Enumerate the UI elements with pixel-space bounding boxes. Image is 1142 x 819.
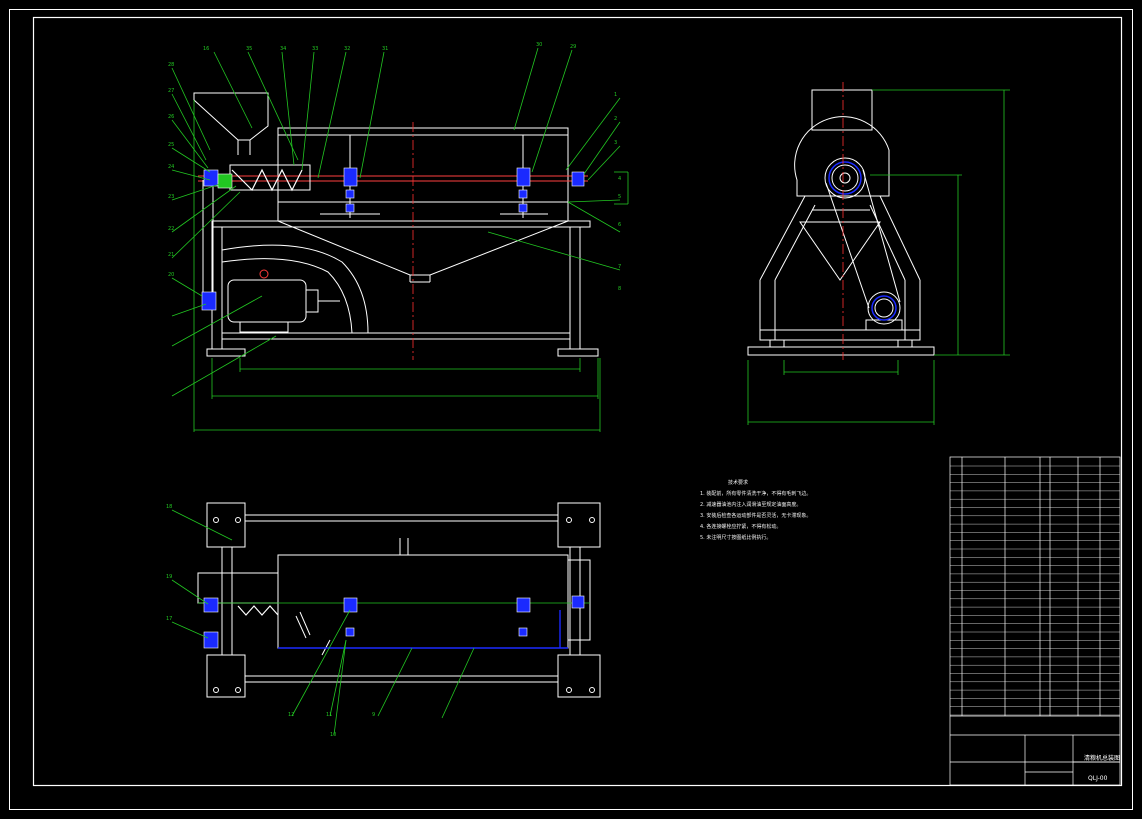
callout-28: 28 (168, 62, 174, 68)
front-view (193, 92, 599, 357)
callout-10: 10 (330, 732, 336, 738)
callout-33: 33 (312, 46, 318, 52)
callout-24: 24 (168, 164, 174, 170)
callout-26: 26 (168, 114, 174, 120)
callout-8: 8 (618, 286, 621, 292)
note-line-4: 4. 各连接螺栓应拧紧，不得有松动。 (700, 524, 782, 530)
callout-21: 21 (168, 252, 174, 258)
drawing-name: 清粮机总装图 (1084, 754, 1120, 762)
callout-17: 17 (166, 616, 172, 622)
drawing-number: QLJ-00 (1088, 775, 1108, 782)
title-block (949, 456, 1121, 786)
callout-29: 29 (570, 44, 576, 50)
front-view-bearings (201, 167, 585, 311)
side-view (747, 89, 935, 356)
callout-2: 2 (614, 116, 617, 122)
callout-31: 31 (382, 46, 388, 52)
side-view-blue-parts (828, 161, 897, 321)
callout-35: 35 (246, 46, 252, 52)
plan-view-leaders (171, 509, 475, 736)
technical-notes: 技术要求 1. 装配前，所有零件清洗干净，不得有毛刺飞边。 2. 减速器油池内注… (700, 478, 940, 544)
callout-3: 3 (614, 140, 617, 146)
callout-1: 1 (614, 92, 617, 98)
callout-11: 11 (326, 712, 332, 718)
callout-34: 34 (280, 46, 286, 52)
callout-12: 12 (288, 712, 294, 718)
notes-title: 技术要求 (728, 480, 749, 486)
callout-6: 6 (618, 222, 621, 228)
note-line-1: 1. 装配前，所有零件清洗干净，不得有毛刺飞边。 (700, 491, 812, 497)
note-line-5: 5. 未注明尺寸按图纸比例执行。 (700, 535, 772, 541)
front-view-dimensions (193, 100, 601, 432)
callout-18: 18 (166, 504, 172, 510)
callout-5: 5 (618, 194, 621, 200)
callout-20: 20 (168, 272, 174, 278)
callout-30: 30 (536, 42, 542, 48)
callout-23: 23 (168, 194, 174, 200)
note-line-3: 3. 安装后检查各运动部件是否灵活，无卡滞现象。 (700, 513, 812, 519)
front-view-leaders (171, 47, 629, 397)
side-view-dimensions (747, 89, 1010, 425)
callout-25: 25 (168, 142, 174, 148)
callout-16: 16 (203, 46, 209, 52)
sheet-border (9, 9, 1133, 810)
plan-view-bearings (203, 595, 585, 649)
callout-7: 7 (618, 264, 621, 270)
callout-22: 22 (168, 226, 174, 232)
title-block-rows (950, 465, 1120, 716)
callout-32: 32 (344, 46, 350, 52)
callout-9: 9 (372, 712, 375, 718)
callout-4: 4 (618, 176, 621, 182)
callout-27: 27 (168, 88, 174, 94)
note-line-2: 2. 减速器油池内注入润滑油至规定油面高度。 (700, 502, 802, 508)
callout-19: 19 (166, 574, 172, 580)
